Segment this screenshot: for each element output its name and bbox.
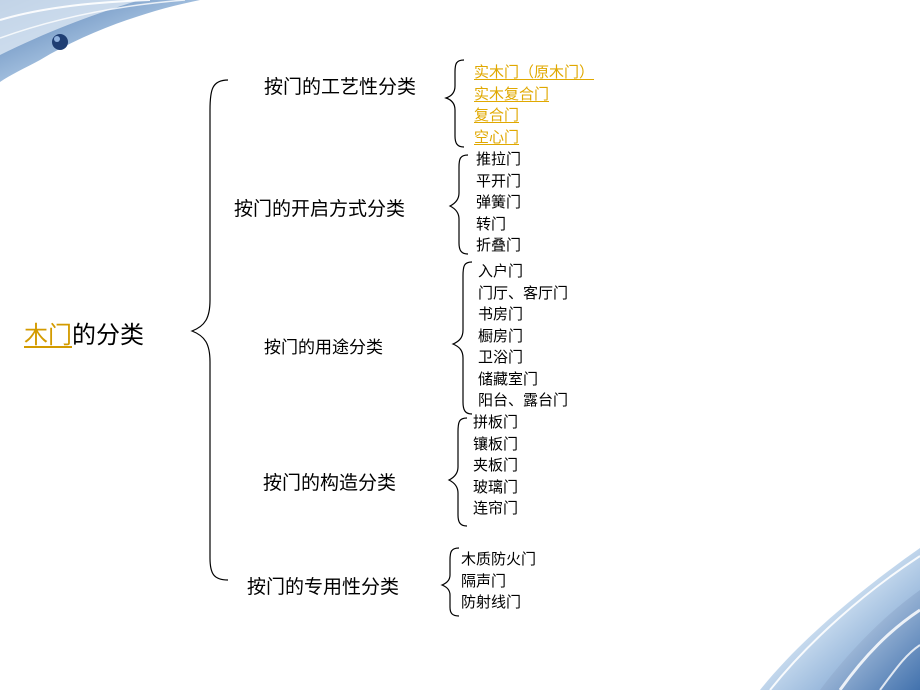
list-item: 玻璃门 [473, 477, 519, 496]
list-item-link[interactable]: 复合门 [474, 106, 520, 124]
category-usage-label: 按门的用途分类 [264, 338, 383, 358]
list-item: 木质防火门 [461, 550, 537, 568]
top-left-decoration [0, 0, 200, 82]
brace-special [440, 547, 460, 617]
brace-craft [444, 59, 465, 148]
category-craft-label: 按门的工艺性分类 [264, 76, 417, 98]
list-item: 转门 [476, 214, 507, 233]
list-item: 镶板门 [473, 434, 519, 453]
category-structure-label: 按门的构造分类 [263, 472, 397, 494]
brace-usage [451, 261, 473, 415]
list-usage: 入户门 门厅、客厅门 书房门 橱房门 卫浴门 储藏室门 阳台、露台门 [478, 261, 568, 412]
list-special: 木质防火门 隔声门 防射线门 [461, 549, 536, 614]
title-rest: 的分类 [72, 321, 144, 349]
slide-title: 木门的分类 [24, 315, 144, 350]
list-item: 隔声门 [461, 571, 507, 590]
list-item-link[interactable]: 实木门（原木门） [474, 63, 595, 81]
list-item: 弹簧门 [476, 193, 522, 211]
brace-opening [448, 154, 469, 255]
title-link[interactable]: 木门 [24, 321, 72, 349]
category-opening-label: 按门的开启方式分类 [234, 198, 406, 220]
list-item: 卫浴门 [478, 348, 524, 366]
list-item: 连帘门 [473, 499, 519, 517]
list-item: 拼板门 [473, 413, 519, 431]
list-opening: 推拉门 平开门 弹簧门 转门 折叠门 [476, 149, 521, 257]
list-item: 入户门 [478, 262, 524, 280]
list-item: 夹板门 [473, 456, 519, 474]
list-item: 阳台、露台门 [478, 391, 569, 409]
list-item: 推拉门 [476, 150, 522, 168]
brace-structure [447, 417, 468, 527]
list-item: 书房门 [478, 305, 524, 323]
list-craft: 实木门（原木门） 实木复合门 复合门 空心门 [474, 62, 594, 148]
list-item: 门厅、客厅门 [478, 283, 569, 302]
main-brace [190, 79, 229, 581]
list-item: 橱房门 [478, 326, 524, 345]
list-item: 防射线门 [461, 593, 522, 611]
list-item: 储藏室门 [478, 369, 539, 388]
list-item: 平开门 [476, 171, 522, 190]
list-item: 折叠门 [476, 236, 522, 254]
list-structure: 拼板门 镶板门 夹板门 玻璃门 连帘门 [473, 412, 518, 520]
category-special-label: 按门的专用性分类 [247, 576, 400, 598]
list-item-link[interactable]: 空心门 [474, 127, 520, 146]
list-item-link[interactable]: 实木复合门 [474, 84, 550, 103]
